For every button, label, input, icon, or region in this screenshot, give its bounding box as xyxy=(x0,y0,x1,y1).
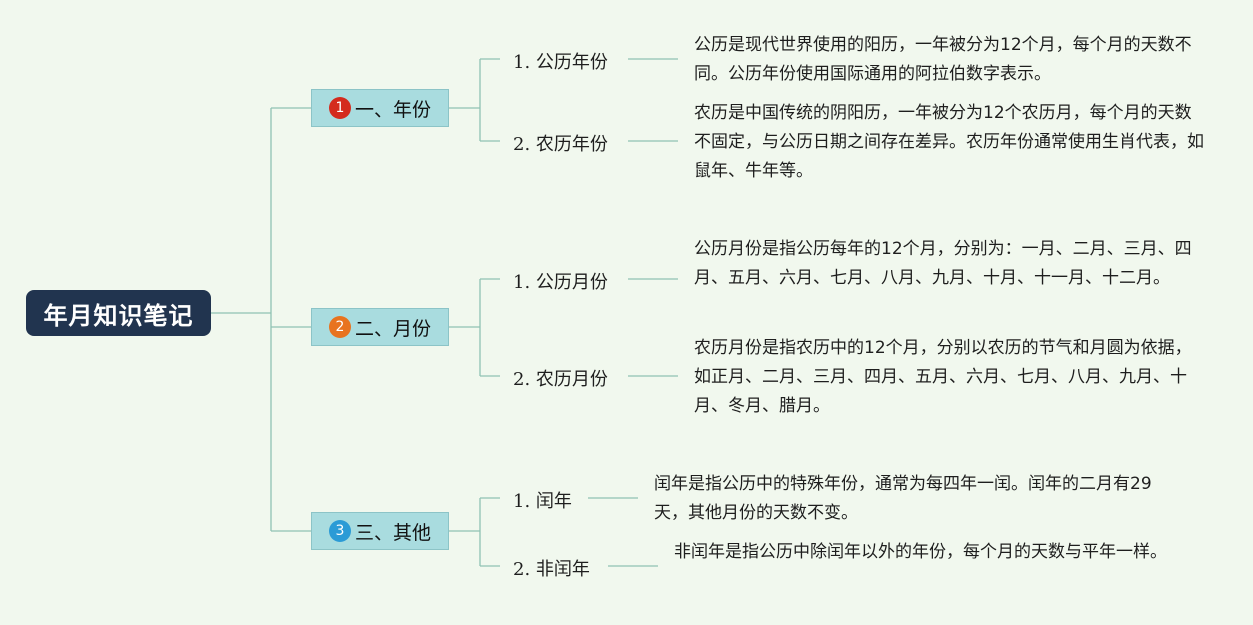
number-badge-icon: 2 xyxy=(328,316,351,338)
topic-label: 一、年份 xyxy=(354,98,431,121)
desc-lunar-year: 农历是中国传统的阴阳历，一年被分为12个农历月，每个月的天数不固定，与公历日期之… xyxy=(694,103,1204,181)
subtopic-lunar-month[interactable]: 2. 农历月份 xyxy=(513,369,608,390)
subtopic-lunar-year[interactable]: 2. 农历年份 xyxy=(513,134,608,155)
root-node[interactable]: 年月知识笔记 xyxy=(26,290,211,336)
topic-other[interactable]: 3 三、其他 xyxy=(311,512,449,550)
topic-label: 三、其他 xyxy=(354,521,431,544)
subtopic-gregorian-year[interactable]: 1. 公历年份 xyxy=(513,52,608,73)
topic-label: 二、月份 xyxy=(354,317,431,340)
topic-month[interactable]: 2 二、月份 xyxy=(311,308,449,346)
root-label: 年月知识笔记 xyxy=(43,301,194,330)
subtopic-gregorian-month[interactable]: 1. 公历月份 xyxy=(513,272,608,293)
topic-year[interactable]: 1 一、年份 xyxy=(311,89,449,127)
desc-gregorian-year: 公历是现代世界使用的阳历，一年被分为12个月，每个月的天数不同。公历年份使用国际… xyxy=(694,35,1192,84)
subtopic-common-year[interactable]: 2. 非闰年 xyxy=(513,559,590,580)
desc-common-year: 非闰年是指公历中除闰年以外的年份，每个月的天数与平年一样。 xyxy=(674,542,1167,562)
subtopic-leap-year[interactable]: 1. 闰年 xyxy=(513,491,572,512)
number-badge-icon: 3 xyxy=(328,520,351,542)
desc-lunar-month: 农历月份是指农历中的12个月，分别以农历的节气和月圆为依据，如正月、二月、三月、… xyxy=(694,338,1192,416)
desc-leap-year: 闰年是指公历中的特殊年份，通常为每四年一闰。闰年的二月有29天，其他月份的天数不… xyxy=(654,474,1152,523)
desc-gregorian-month: 公历月份是指公历每年的12个月，分别为：一月、二月、三月、四月、五月、六月、七月… xyxy=(694,239,1192,288)
number-badge-icon: 1 xyxy=(328,97,351,119)
